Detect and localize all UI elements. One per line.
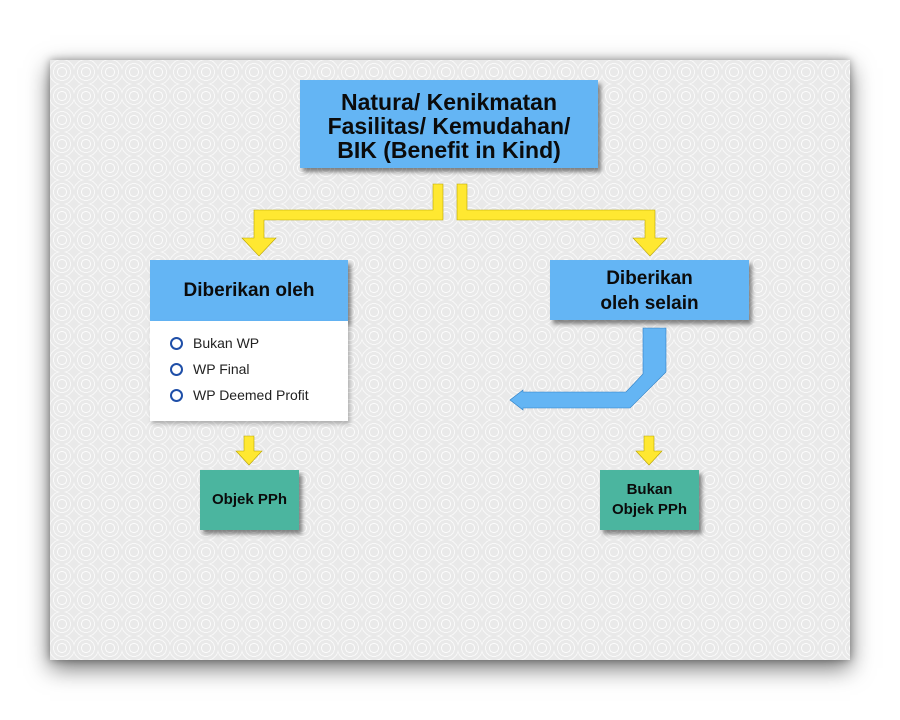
list-item: WP Final	[170, 356, 348, 382]
arrow-right-to-left	[509, 327, 667, 411]
result-node-objek-pph: Objek PPh	[200, 470, 299, 530]
option-label: Bukan WP	[193, 335, 260, 351]
diagram-slide: Natura/ Kenikmatan Fasilitas/ Kemudahan/…	[50, 60, 850, 660]
right-node-label-line-2: oleh selain	[600, 293, 699, 314]
right-node-label-line-1: Diberikan	[606, 268, 693, 289]
option-label: WP Final	[193, 361, 250, 377]
circle-bullet-icon	[170, 336, 183, 350]
left-options-list: Bukan WP WP Final WP Deemed Profit	[150, 321, 348, 421]
list-item: WP Deemed Profit	[170, 382, 348, 408]
option-label: WP Deemed Profit	[193, 387, 309, 403]
right-node-diberikan-oleh-selain: Diberikan oleh selain	[550, 260, 749, 320]
circle-bullet-icon	[170, 388, 183, 402]
left-result-label: Objek PPh	[211, 491, 288, 508]
root-title-line-1: Natura/ Kenikmatan	[340, 89, 557, 115]
result-node-bukan-objek-pph: Bukan Objek PPh	[600, 470, 699, 530]
root-title-line-3: BIK (Benefit in Kind)	[337, 137, 561, 163]
left-node-diberikan-oleh: Diberikan oleh	[150, 260, 348, 321]
arrow-left-to-result	[235, 435, 263, 466]
circle-bullet-icon	[170, 362, 183, 376]
left-node-label: Diberikan oleh	[183, 280, 315, 301]
connector-arrows	[235, 183, 668, 466]
arrow-root-to-left	[241, 183, 444, 257]
right-result-line-2: Objek PPh	[611, 501, 688, 518]
list-item: Bukan WP	[170, 330, 348, 356]
root-node-natura: Natura/ Kenikmatan Fasilitas/ Kemudahan/…	[300, 80, 598, 168]
arrow-root-to-right	[456, 183, 668, 257]
right-result-line-1: Bukan	[626, 481, 673, 498]
arrow-right-to-result	[635, 435, 663, 466]
root-title-line-2: Fasilitas/ Kemudahan/	[327, 113, 571, 139]
